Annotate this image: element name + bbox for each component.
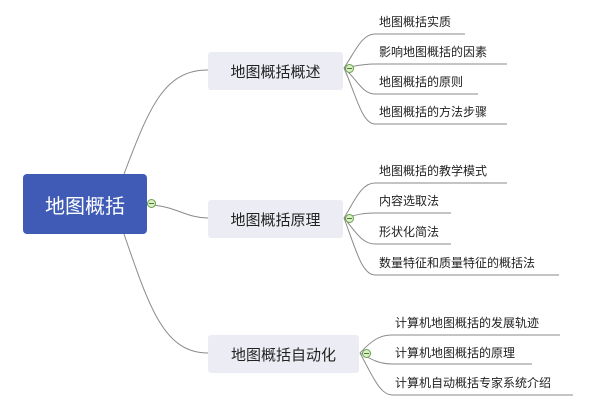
branch-topic-2-label: 地图概括原理 xyxy=(230,210,321,229)
leaf-2-3[interactable]: 形状化简法 xyxy=(379,225,440,239)
leaf-2-4[interactable]: 数量特征和质量特征的概括法 xyxy=(379,256,536,270)
link-branch-1-leaf-1 xyxy=(343,33,465,69)
branch-topic-1-label: 地图概括概述 xyxy=(230,62,321,81)
leaf-1-2[interactable]: 影响地图概括的因素 xyxy=(379,45,488,59)
leaf-1-1[interactable]: 地图概括实质 xyxy=(379,15,452,29)
leaf-1-4[interactable]: 地图概括的方法步骤 xyxy=(379,105,488,119)
collapse-branch-1-icon[interactable] xyxy=(345,64,354,73)
collapse-branch-2-icon[interactable] xyxy=(345,214,354,223)
branch-topic-3-label: 地图概括自动化 xyxy=(230,345,336,364)
branch-topic-3[interactable]: 地图概括自动化 xyxy=(208,335,359,373)
link-branch-3-leaf-3 xyxy=(359,352,573,396)
root-topic[interactable]: 地图概括 xyxy=(23,174,147,234)
link-branch-2-leaf-4 xyxy=(343,217,559,276)
leaf-2-1[interactable]: 地图概括的教学模式 xyxy=(379,164,488,178)
branch-topic-1[interactable]: 地图概括概述 xyxy=(208,52,343,90)
link-root-branch-1 xyxy=(123,69,209,175)
leaf-3-1[interactable]: 计算机地图概括的发展轨迹 xyxy=(395,316,540,330)
link-branch-1-leaf-2 xyxy=(343,63,507,69)
root-topic-label: 地图概括 xyxy=(45,193,125,218)
link-branch-2-leaf-2 xyxy=(343,212,451,219)
branch-topic-2[interactable]: 地图概括原理 xyxy=(208,200,343,238)
link-root-branch-3 xyxy=(123,233,209,354)
leaf-3-2[interactable]: 计算机地图概括的原理 xyxy=(395,346,516,360)
link-branch-2-leaf-1 xyxy=(343,182,507,219)
link-root-branch-2 xyxy=(146,204,209,219)
leaf-3-3[interactable]: 计算机自动概括专家系统介绍 xyxy=(395,376,552,390)
leaf-2-2[interactable]: 内容选取法 xyxy=(379,194,440,208)
collapse-branch-3-icon[interactable] xyxy=(362,349,371,358)
collapse-root-icon[interactable] xyxy=(147,199,156,208)
link-branch-1-leaf-4 xyxy=(343,67,507,125)
leaf-1-3[interactable]: 地图概括的原则 xyxy=(379,75,464,89)
